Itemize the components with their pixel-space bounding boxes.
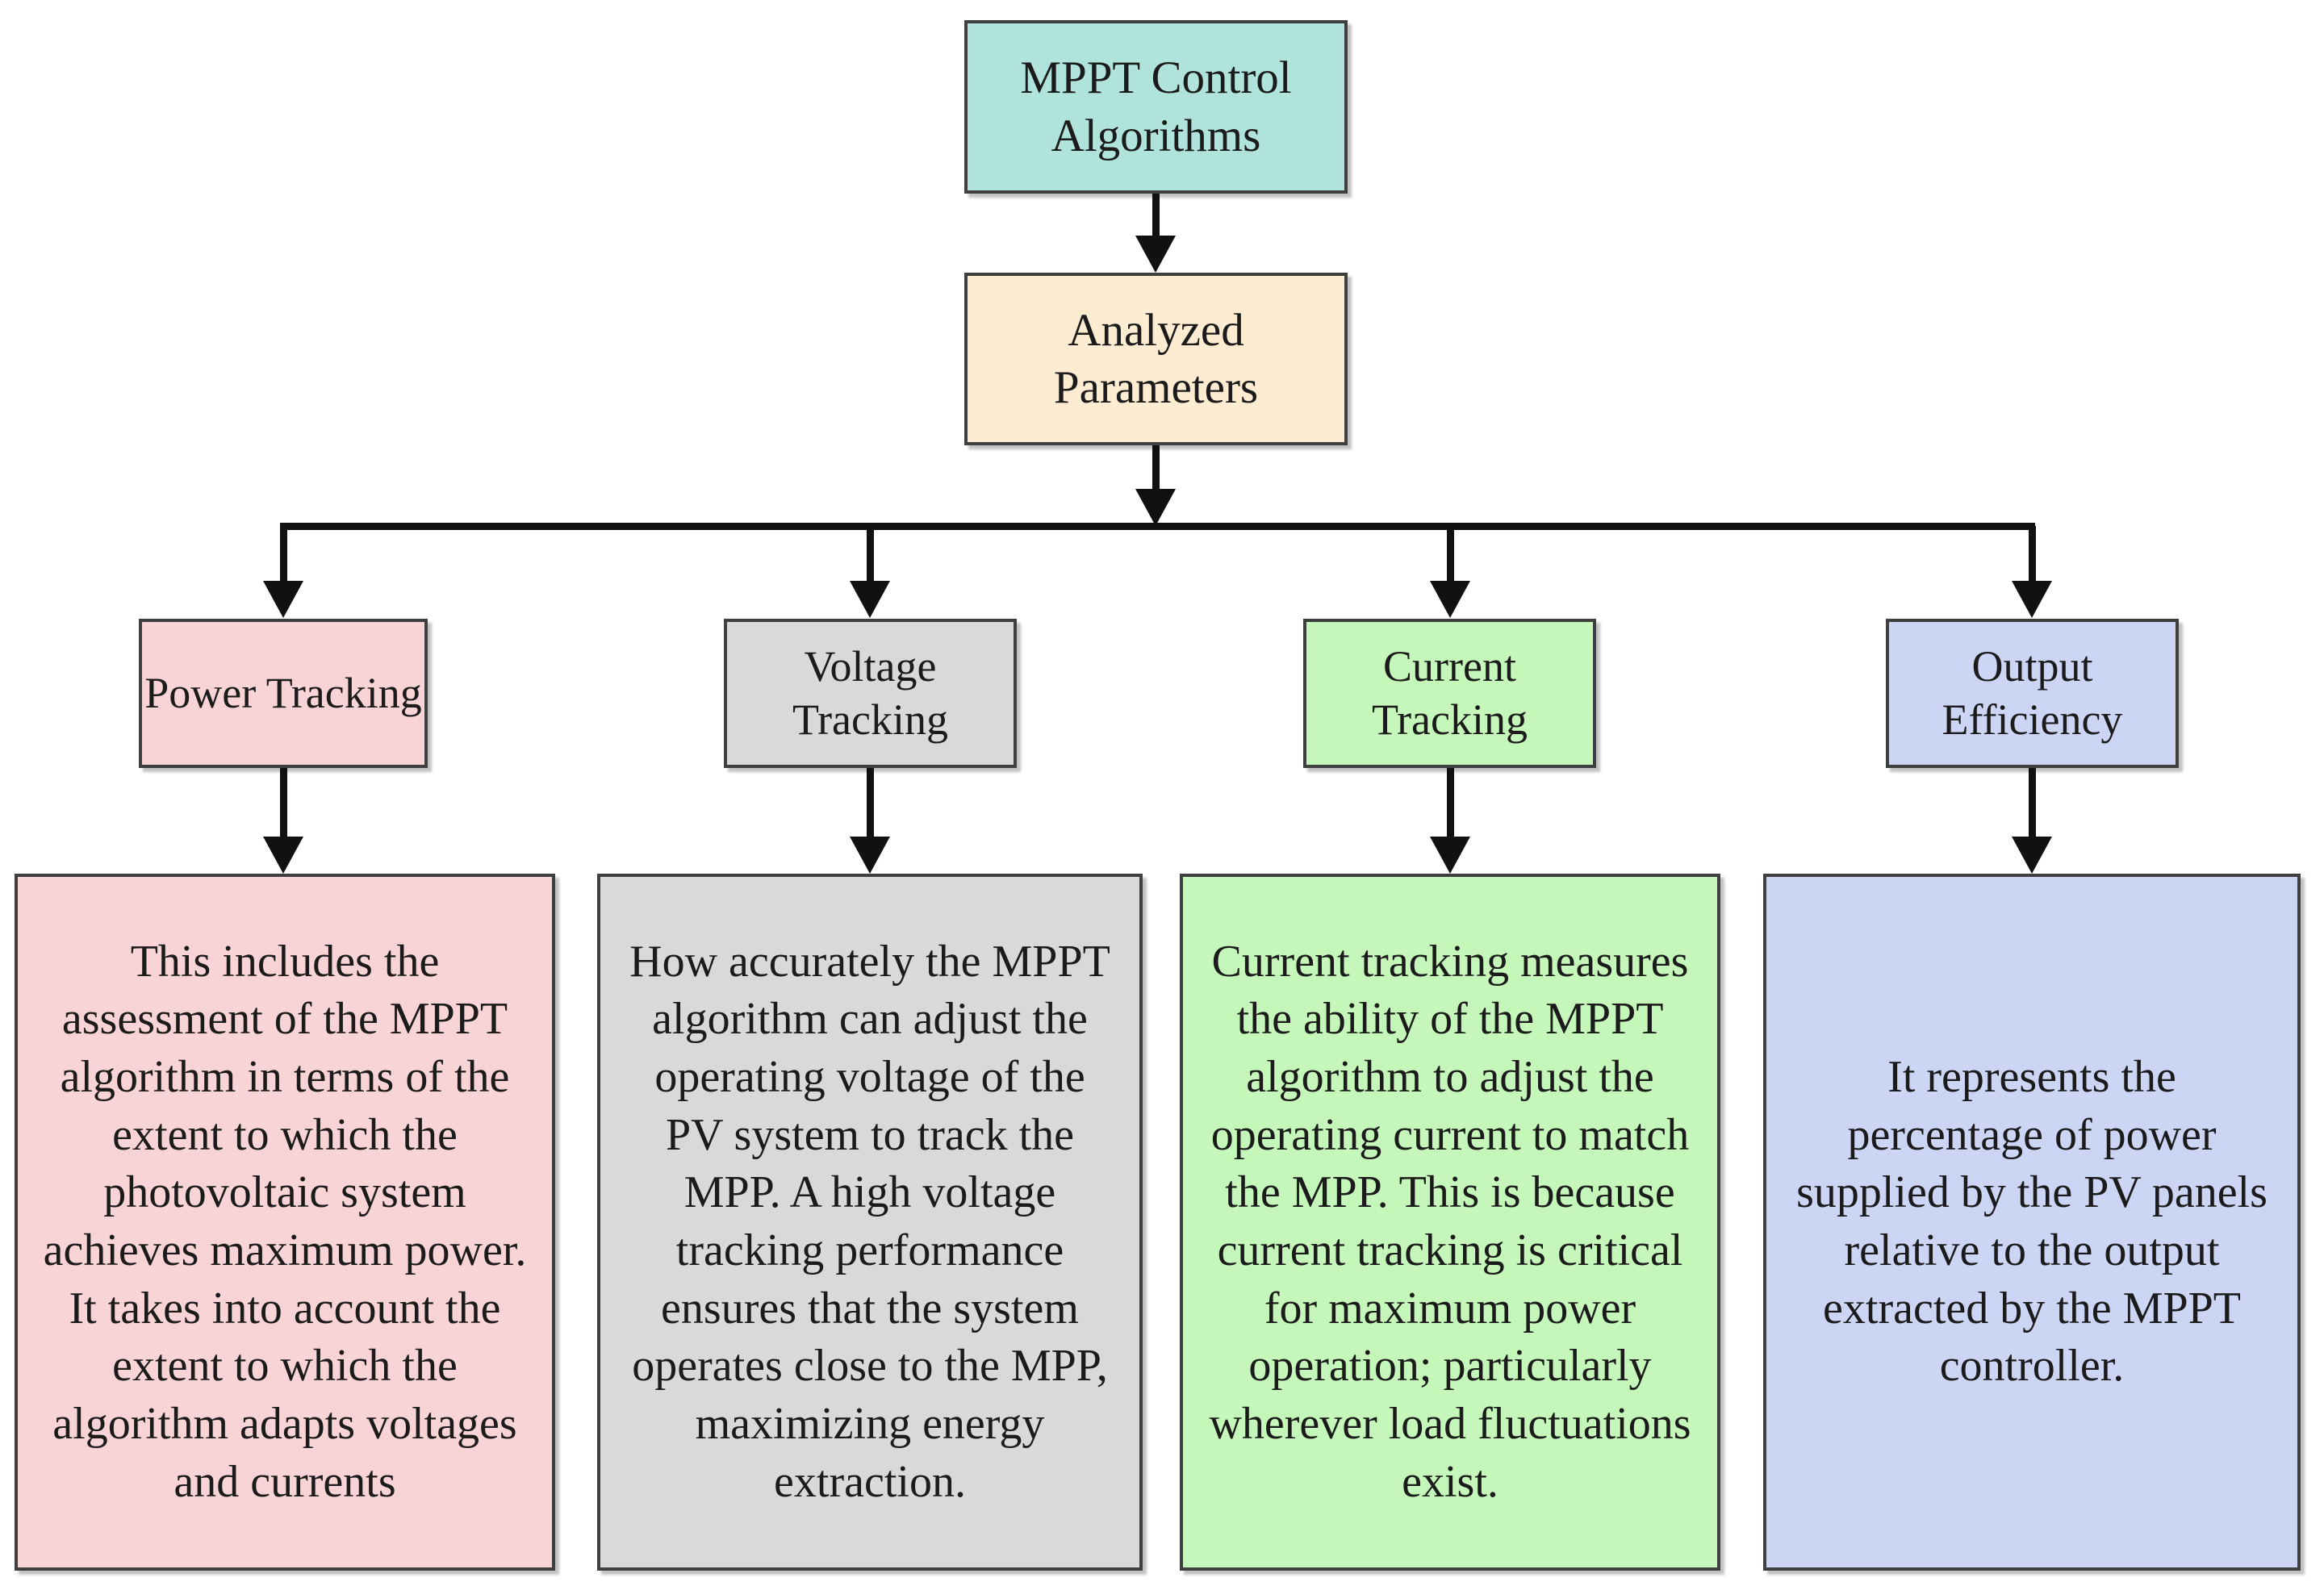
category-node-current-tracking: Current Tracking xyxy=(1303,619,1596,768)
category-label-current-tracking: Current Tracking xyxy=(1371,641,1528,744)
arrow-stem xyxy=(1152,445,1160,489)
arrowhead-icon xyxy=(1135,236,1176,273)
category-node-voltage-tracking: Voltage Tracking xyxy=(724,619,1017,768)
arrow-down-icon xyxy=(850,526,890,618)
arrow-stem xyxy=(866,768,874,837)
description-node-output-efficiency: It represents the percentage of power su… xyxy=(1763,874,2301,1571)
arrow-down-icon xyxy=(1135,194,1176,273)
arrow-stem xyxy=(2028,526,2036,581)
arrowhead-icon xyxy=(1135,489,1176,526)
description-text-power-tracking: This includes the assessment of the MPPT… xyxy=(43,936,527,1507)
arrow-down-icon xyxy=(1430,526,1470,618)
arrow-down-icon xyxy=(1430,768,1470,874)
category-label-voltage-tracking: Voltage Tracking xyxy=(792,641,948,744)
arrow-stem xyxy=(279,526,287,581)
arrow-down-icon xyxy=(2012,526,2052,618)
arrow-down-icon xyxy=(850,768,890,874)
description-node-voltage-tracking: How accurately the MPPT algorithm can ad… xyxy=(597,874,1143,1571)
arrow-stem xyxy=(2028,768,2036,837)
node-analyzed-parameters: Analyzed Parameters xyxy=(964,273,1348,445)
analyzed-parameters-label: Analyzed Parameters xyxy=(1053,304,1259,413)
arrow-stem xyxy=(1446,526,1454,581)
arrow-stem xyxy=(1446,768,1454,837)
category-node-output-efficiency: Output Efficiency xyxy=(1886,619,2179,768)
description-text-voltage-tracking: How accurately the MPPT algorithm can ad… xyxy=(629,936,1110,1507)
arrow-stem xyxy=(866,526,874,581)
root-node-label: MPPT Control Algorithms xyxy=(1020,52,1292,161)
arrowhead-icon xyxy=(1430,581,1470,618)
arrowhead-icon xyxy=(850,837,890,874)
category-label-power-tracking: Power Tracking xyxy=(144,668,422,717)
branch-distribution-line xyxy=(280,523,2035,530)
arrow-down-icon xyxy=(2012,768,2052,874)
arrow-stem xyxy=(1152,194,1160,236)
arrowhead-icon xyxy=(2012,581,2052,618)
arrowhead-icon xyxy=(263,581,303,618)
arrowhead-icon xyxy=(1430,837,1470,874)
description-text-current-tracking: Current tracking measures the ability of… xyxy=(1209,936,1691,1507)
arrowhead-icon xyxy=(2012,837,2052,874)
arrow-down-icon xyxy=(1135,445,1176,526)
arrow-stem xyxy=(279,768,287,837)
root-node-mppt-control-algorithms: MPPT Control Algorithms xyxy=(964,20,1348,194)
category-node-power-tracking: Power Tracking xyxy=(139,619,428,768)
arrowhead-icon xyxy=(850,581,890,618)
arrow-down-icon xyxy=(263,768,303,874)
description-node-current-tracking: Current tracking measures the ability of… xyxy=(1180,874,1720,1571)
arrowhead-icon xyxy=(263,837,303,874)
description-text-output-efficiency: It represents the percentage of power su… xyxy=(1796,1051,2268,1392)
description-node-power-tracking: This includes the assessment of the MPPT… xyxy=(15,874,555,1571)
category-label-output-efficiency: Output Efficiency xyxy=(1942,641,2123,744)
arrow-down-icon xyxy=(263,526,303,618)
